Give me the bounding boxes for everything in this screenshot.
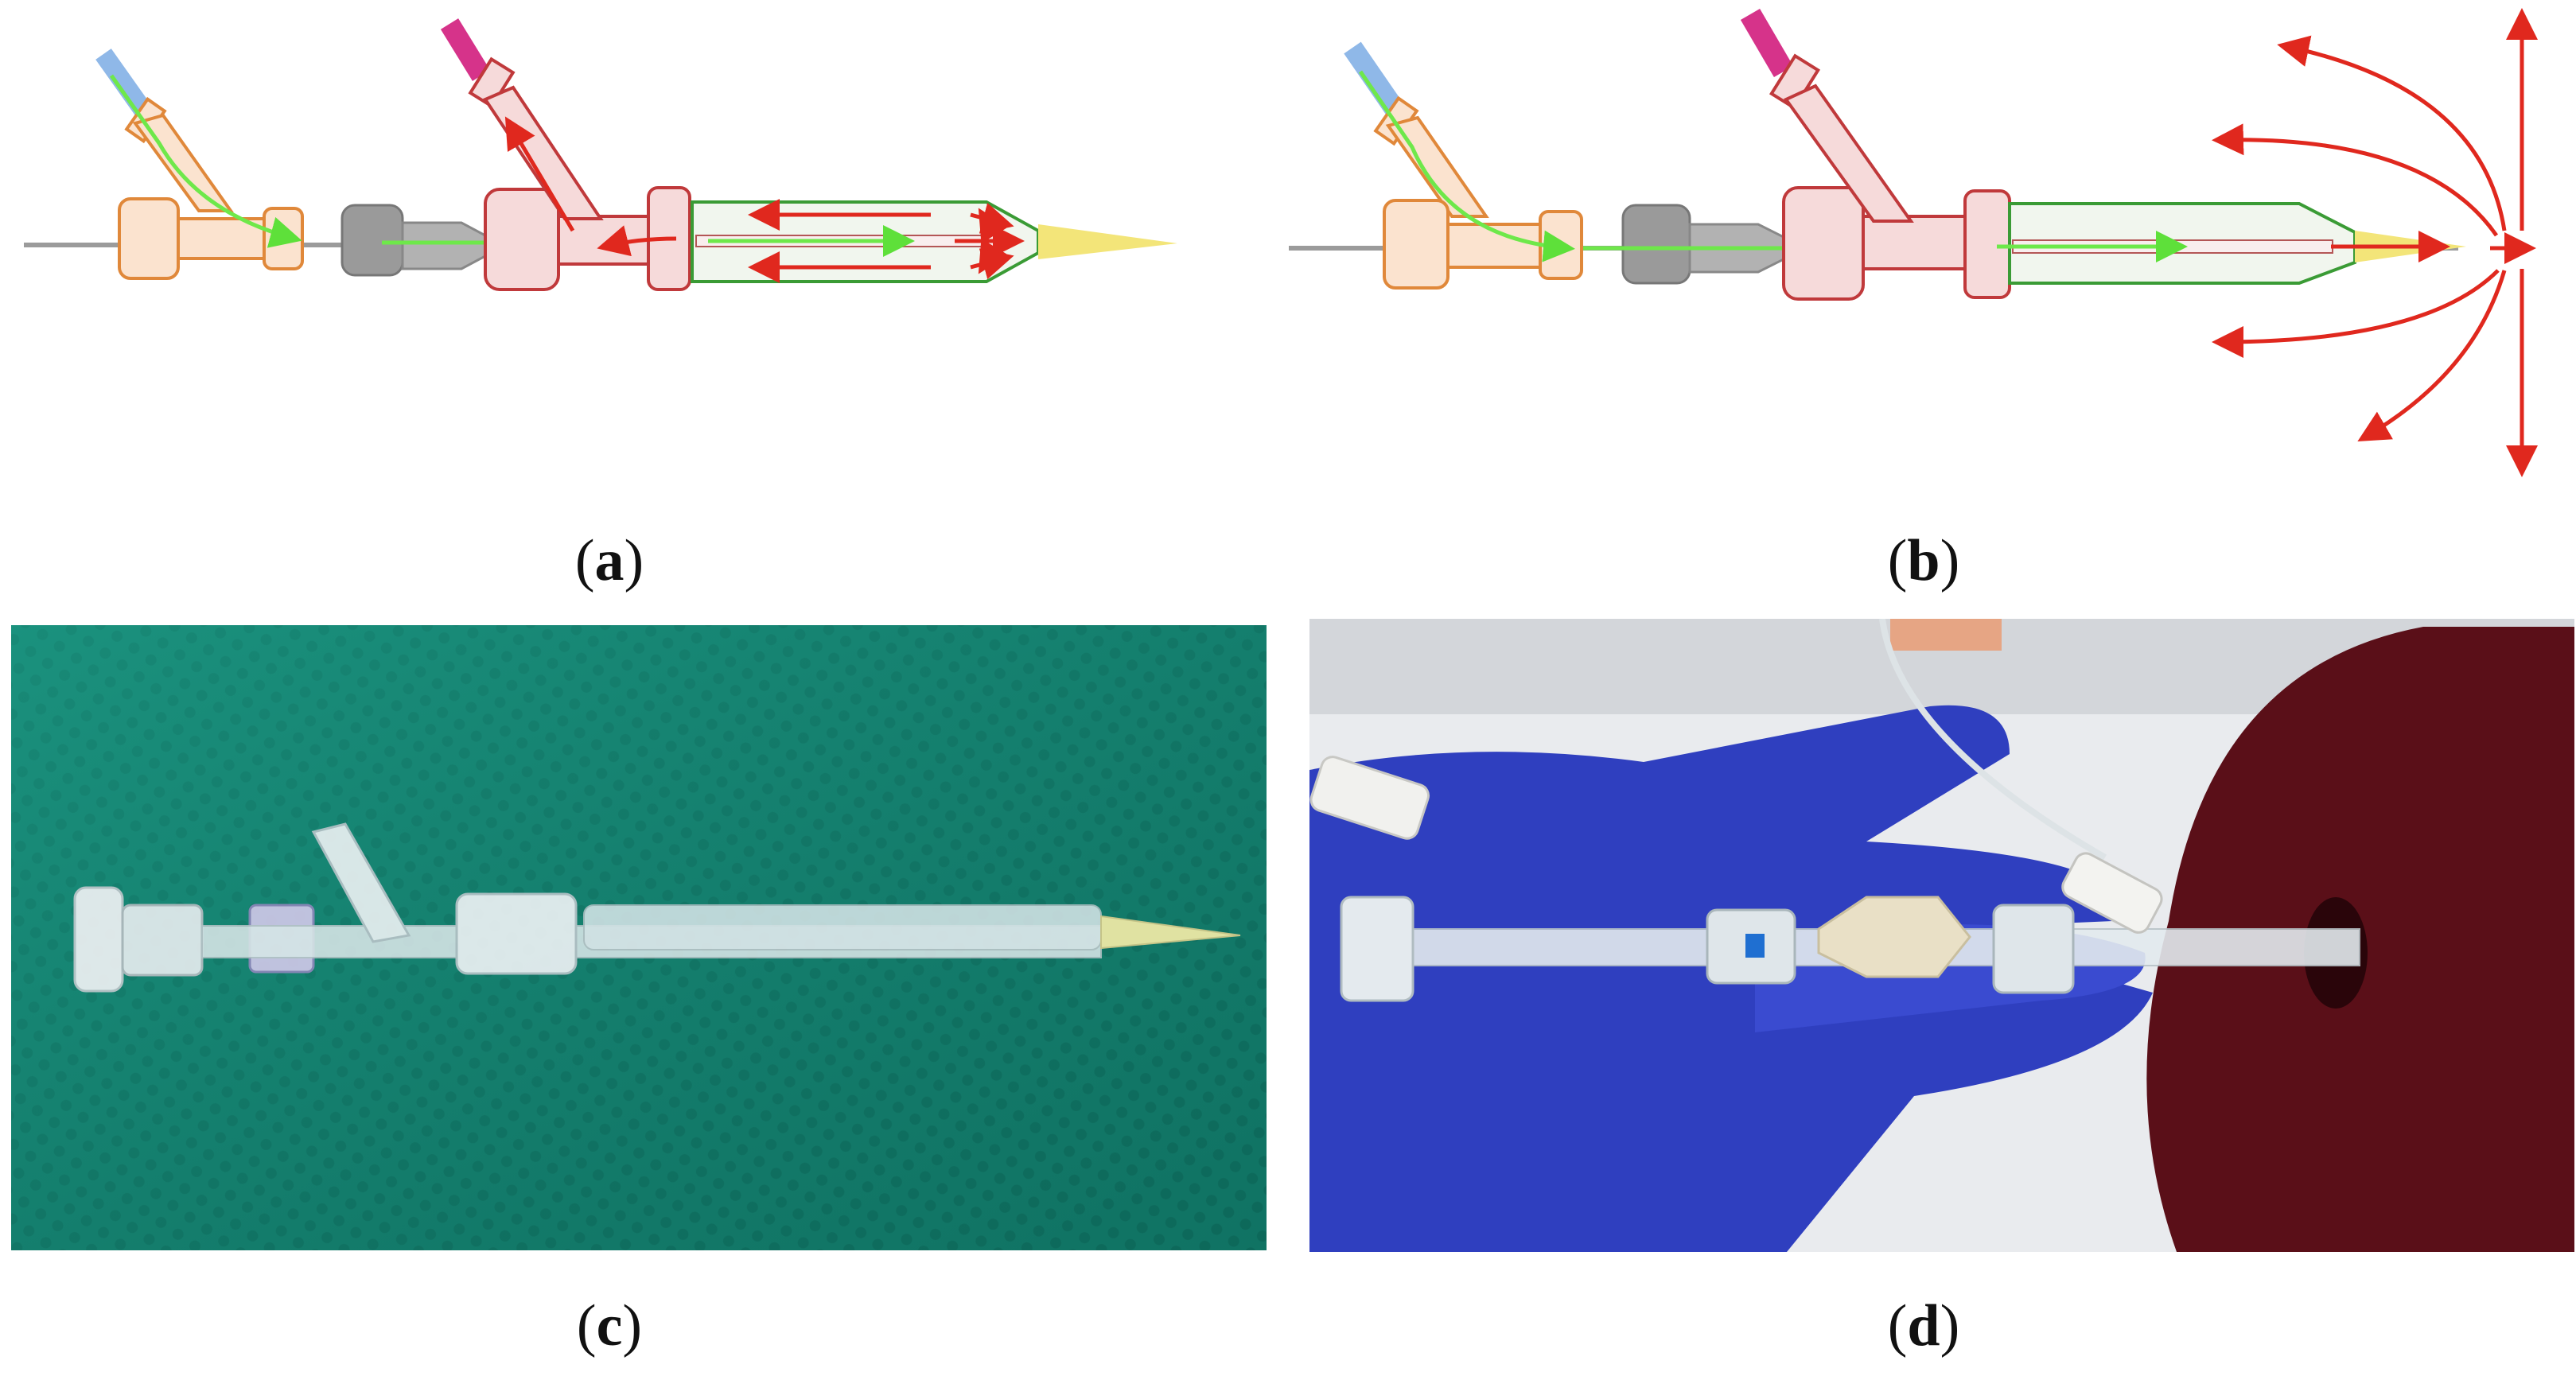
overhead-tubing — [1879, 619, 2107, 861]
grey-connector — [340, 204, 404, 277]
orange-hub — [1383, 199, 1449, 290]
panel-a-caption: (a) — [574, 528, 644, 593]
panel-a-label: a — [594, 528, 625, 593]
panel-c-label: c — [596, 1293, 623, 1359]
panel-d-label: d — [1907, 1293, 1940, 1359]
pink-hub — [1782, 186, 1865, 301]
red-radial-lower-left — [2357, 270, 2507, 442]
device-hub — [1992, 904, 2075, 994]
panel-b-caption: (b) — [1887, 528, 1960, 593]
panel-c-caption: (c) — [576, 1293, 643, 1359]
panel-c-photo — [11, 625, 1267, 1250]
red-flow-upper-right — [970, 202, 1014, 234]
red-radial-upper-left — [2277, 35, 2507, 231]
red-flow-outlet — [504, 116, 575, 232]
orange-side-arm — [1385, 115, 1489, 218]
pink-side-arm — [1783, 84, 1914, 223]
red-radial-left-down — [2212, 269, 2500, 358]
orange-collar — [263, 207, 304, 270]
orange-side-arm — [132, 113, 234, 212]
device-hub — [121, 904, 204, 977]
device-photo — [73, 822, 1241, 993]
panel-b-label: b — [1907, 528, 1940, 593]
green-flow-inlet — [1358, 70, 1575, 262]
device-end-cap — [73, 886, 124, 993]
device-side-port — [311, 822, 411, 943]
magenta-outlet-tube — [440, 18, 491, 81]
red-flow-lower-right — [970, 248, 1014, 280]
panel-b-diagram — [1281, 0, 2562, 509]
device-connector — [455, 892, 578, 975]
white-luer-connector — [1309, 756, 1430, 840]
white-side-connector — [2061, 852, 2163, 934]
cream-wing — [1817, 896, 1971, 978]
blue-marker — [1745, 934, 1765, 958]
panel-a-diagram — [16, 0, 1193, 509]
orange-hub — [118, 197, 180, 280]
panel-d-caption: (d) — [1887, 1293, 1960, 1359]
tape-strip — [1890, 619, 2002, 651]
device-sheath — [583, 904, 1102, 950]
grey-connector-taper — [401, 221, 487, 270]
panel-d-photo — [1309, 619, 2574, 1252]
yellow-tip — [1038, 224, 1177, 259]
magenta-outlet-tube — [1740, 8, 1794, 78]
grey-connector — [1621, 204, 1691, 285]
magenta-tube-collar — [468, 56, 516, 109]
green-flow-inlet — [109, 74, 302, 248]
red-radial-left-up — [2212, 123, 2499, 237]
device-tip — [1100, 915, 1241, 950]
orange-body — [177, 217, 275, 260]
pink-collar — [1963, 189, 2011, 299]
red-flow-hub — [597, 225, 677, 257]
device-end-cap — [1340, 896, 1414, 1002]
pink-hub — [484, 188, 560, 291]
pink-body — [1862, 215, 1971, 270]
